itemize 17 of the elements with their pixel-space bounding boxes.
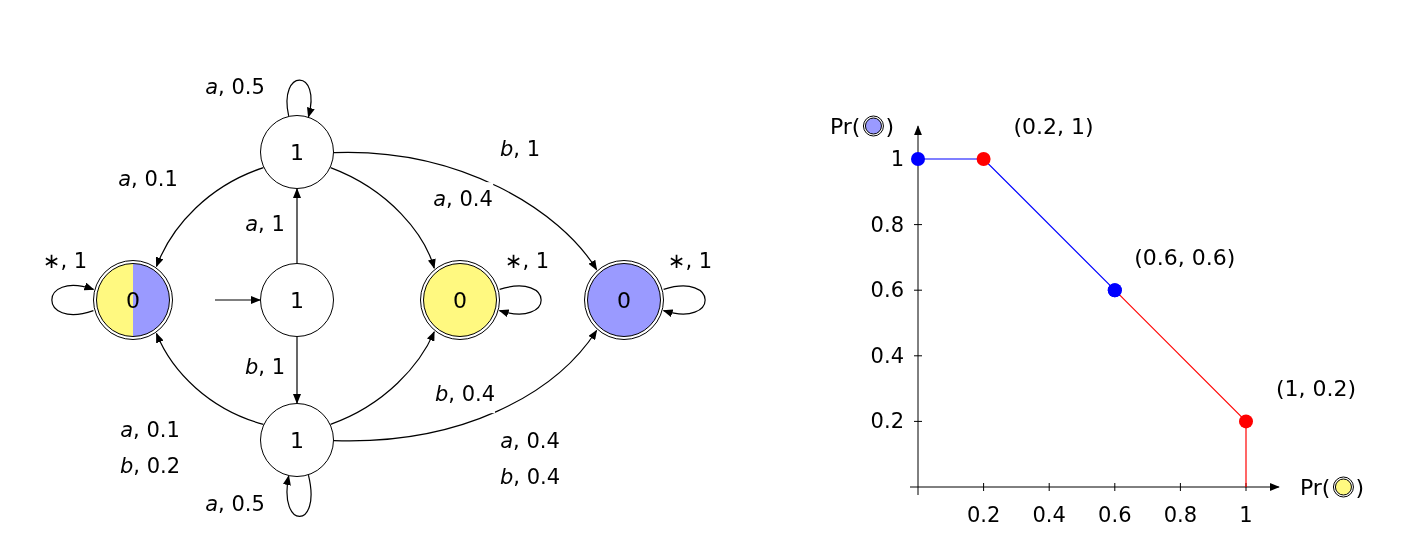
tick-label: 0.4 bbox=[1032, 503, 1066, 527]
tick-label: 0.8 bbox=[870, 212, 904, 237]
tick-label: 0.4 bbox=[870, 343, 904, 368]
tick-label: 1 bbox=[1239, 503, 1253, 527]
point-label: (0.2, 1) bbox=[1013, 113, 1094, 139]
point-label: (1, 0.2) bbox=[1275, 375, 1357, 401]
tick-label: 0.8 bbox=[1163, 503, 1198, 527]
tick-label: 0.6 bbox=[870, 278, 904, 303]
y-axis-label: Pr( bbox=[829, 113, 861, 139]
tick-label: 0.2 bbox=[870, 409, 904, 434]
closing-parenthesis: ) bbox=[1355, 474, 1365, 500]
tick-label: 0.2 bbox=[966, 503, 1001, 527]
tick-label: 0.6 bbox=[1098, 503, 1132, 527]
point-label: (0.6, 0.6) bbox=[1134, 244, 1236, 270]
closing-parenthesis: ) bbox=[885, 113, 895, 139]
tick-label: 1 bbox=[890, 147, 904, 171]
x-axis-label: Pr( bbox=[1299, 474, 1331, 500]
